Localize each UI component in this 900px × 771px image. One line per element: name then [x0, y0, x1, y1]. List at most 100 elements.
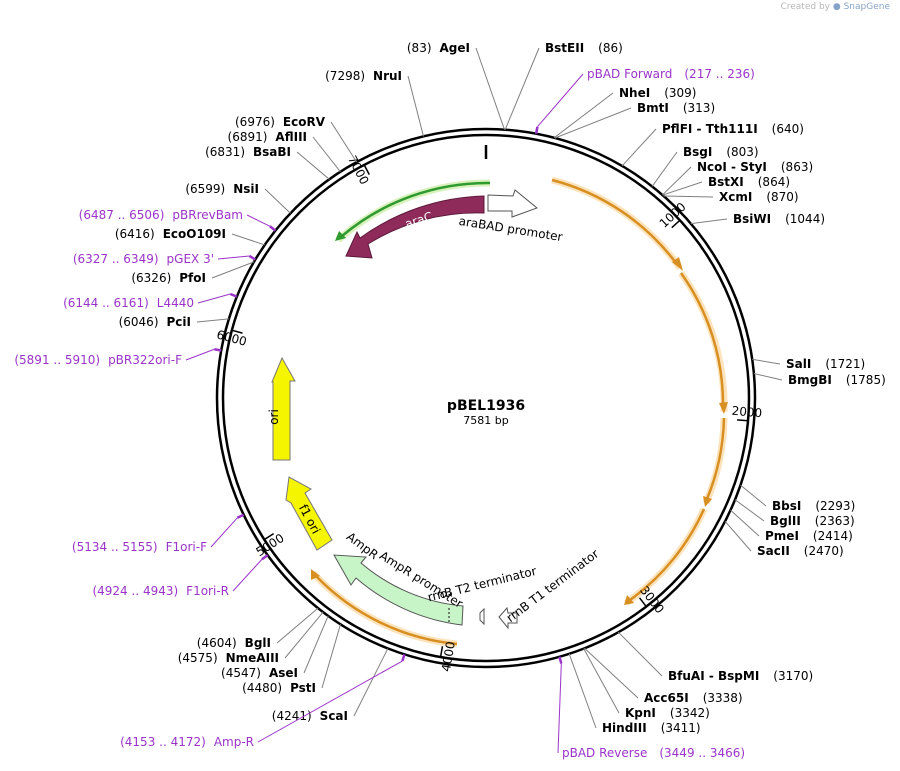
f1-ori-feature [285, 476, 333, 551]
site-afliii[interactable]: (6891)AflIII [228, 130, 307, 144]
primer-mark [229, 292, 238, 298]
primer-connector [537, 73, 584, 128]
plasmid-length: 7581 bp [463, 414, 508, 427]
site-coord: (1721) [825, 357, 865, 371]
site-pmei[interactable]: PmeI(2414) [765, 529, 853, 543]
site-connector [617, 631, 663, 677]
site-kpni[interactable]: KpnI(3342) [625, 706, 710, 720]
primer-f1ori-r[interactable]: (4924 .. 4943)F1ori-R [92, 584, 229, 598]
site-agei[interactable]: (83)AgeI [407, 41, 470, 55]
site-name: BstEII [545, 41, 584, 55]
site-name: NsiI [233, 182, 259, 196]
site-bsteii[interactable]: BstEII(86) [545, 41, 623, 55]
site-connector [321, 624, 341, 689]
site-bstxi[interactable]: BstXI(864) [708, 175, 790, 189]
site-name: PfoI [179, 271, 206, 285]
site-pflfi[interactable]: PflFI - Tth111I(640) [662, 122, 804, 136]
site-coord: (4547) [221, 666, 261, 680]
site-coord: (4241) [272, 709, 312, 723]
snapgene-logo: ● SnapGene [832, 2, 890, 12]
site-nsii[interactable]: (6599) NsiI [185, 182, 259, 196]
site-coord: (2470) [804, 544, 844, 558]
site-coord: (803) [726, 145, 758, 159]
site-bgli[interactable]: (4604)BglI [197, 636, 271, 650]
site-bmgbi[interactable]: BmgBI(1785) [788, 373, 886, 387]
site-pcii[interactable]: (6046)PciI [119, 315, 191, 329]
site-nrui[interactable]: (7298)NruI [325, 69, 402, 83]
site-name: PciI [167, 315, 192, 329]
site-connector [276, 607, 319, 644]
site-xcmi[interactable]: XcmI(870) [719, 190, 799, 204]
primer-range: (5134 .. 5155) [72, 540, 158, 554]
primer-pbad-reverse[interactable]: pBAD Reverse(3449 .. 3466) [562, 746, 745, 760]
site-connector [662, 181, 703, 196]
site-name: PstI [290, 681, 316, 695]
site-scai[interactable]: (4241)ScaI [272, 709, 348, 723]
site-pfoi[interactable]: (6326)PfoI [131, 271, 206, 285]
site-connector [196, 318, 229, 323]
site-psti[interactable]: (4480) PstI [242, 681, 316, 695]
orf-arc-4-halo [624, 507, 708, 606]
primer-l4440[interactable]: (6144 .. 6161)L4440 [63, 296, 194, 310]
tick-mark [263, 533, 275, 541]
primer-amp-r[interactable]: (4153 .. 4172)Amp-R [120, 735, 254, 749]
site-coord: (6891) [228, 130, 268, 144]
site-coord: (6599) [185, 182, 225, 196]
site-bsgi[interactable]: BsgI (803) [683, 145, 759, 159]
site-connector [724, 521, 752, 552]
site-connector [734, 499, 765, 522]
site-name: SacII [757, 544, 790, 558]
site-bmti[interactable]: BmtI(313) [637, 101, 715, 115]
site-connector [296, 151, 330, 180]
site-nhei[interactable]: NheI(309) [619, 86, 696, 100]
site-connector [284, 611, 324, 659]
orf-arc-2 [679, 272, 725, 407]
feature-labels: araC araBAD promoter ori f1 ori AmpR Amp… [267, 209, 601, 625]
site-coord: (2363) [815, 514, 855, 528]
site-connector [568, 653, 597, 729]
site-bsabi[interactable]: (6831)BsaBI [205, 145, 291, 159]
site-ecorv[interactable]: (6976)EcoRV [235, 115, 326, 129]
site-bglii[interactable]: BglII(2363) [770, 514, 855, 528]
site-eco0109i[interactable]: (6416)EcoO109I [115, 227, 226, 241]
rrnb-t2-feature [479, 607, 485, 626]
primer-pbad-forward[interactable]: pBAD Forward(217 .. 236) [587, 67, 755, 81]
site-ncoi[interactable]: NcoI - StyI(863) [697, 160, 813, 174]
primer-name: pBAD Reverse [562, 746, 647, 760]
site-bfuai[interactable]: BfuAI - BspMI(3170) [668, 669, 813, 683]
site-coord: (3411) [661, 721, 701, 735]
site-bsiwi[interactable]: BsiWI(1044) [733, 212, 825, 226]
site-connector [690, 218, 728, 225]
site-connector [662, 166, 692, 196]
site-name: PflFI - Tth111I [662, 122, 758, 136]
tick-mark [736, 419, 749, 422]
site-coord: (309) [664, 86, 696, 100]
tick-mark [671, 219, 681, 229]
primer-f1ori-f[interactable]: (5134 .. 5155) F1ori-F [72, 540, 207, 554]
site-connector [407, 75, 424, 137]
site-asei[interactable]: (4547)AseI [221, 666, 298, 680]
ampr-feature [333, 554, 464, 626]
site-sali[interactable]: SalI(1721) [786, 357, 865, 371]
site-sacii[interactable]: SacII (2470) [757, 544, 844, 558]
backbone [215, 127, 757, 669]
site-nmeaiii[interactable]: (4575)NmeAIII [178, 651, 279, 665]
site-coord: (4480) [242, 681, 282, 695]
primer-pbr322ori-f[interactable]: (5891 .. 5910)pBR322ori-F [14, 353, 182, 367]
primer-pbrrevbam[interactable]: (6487 .. 6506)pBRrevBam [79, 208, 243, 222]
arabad-promoter-label: araBAD promoter [458, 214, 564, 244]
site-name: PmeI [765, 529, 799, 543]
primer-connector [217, 255, 250, 260]
primer-name: Amp-R [214, 735, 254, 749]
site-name: BsgI [683, 145, 712, 159]
site-coord: (313) [683, 101, 715, 115]
site-connector [730, 509, 760, 537]
site-name: NcoI - StyI [697, 160, 767, 174]
site-hindiii[interactable]: HindIII(3411) [602, 721, 701, 735]
site-bbsi[interactable]: BbsI(2293) [772, 499, 855, 513]
primer-connector [232, 558, 263, 592]
primer-name: F1ori-F [166, 540, 207, 554]
credit-prefix: Created by [780, 2, 830, 12]
site-acc65i[interactable]: Acc65I(3338) [644, 691, 743, 705]
primer-pgex-3[interactable]: (6327 .. 6349)pGEX 3' [73, 252, 214, 266]
